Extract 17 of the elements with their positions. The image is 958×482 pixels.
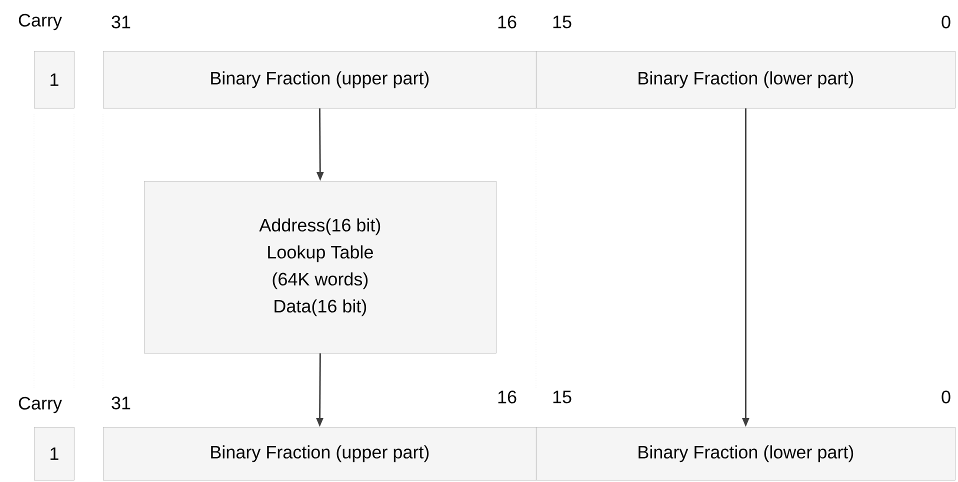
bit-label: 15 <box>553 16 572 28</box>
register-field: 1 <box>34 427 74 480</box>
bit-label: 16 <box>498 390 516 404</box>
bit-label: Carry <box>18 14 62 30</box>
bit-label: 0 <box>942 390 950 404</box>
bit-label: 15 <box>553 390 572 404</box>
register-field: 1 <box>34 51 74 108</box>
bit-label: 31 <box>112 396 130 410</box>
lookup-table-box: Address(16 bit) Lookup Table (64K words) Data(16 bit) <box>144 181 496 354</box>
register-field: Binary Fraction (lower part) <box>536 427 956 480</box>
bit-label: 16 <box>498 16 516 28</box>
bit-label: Carry <box>18 396 62 414</box>
register-field: Binary Fraction (upper part) <box>103 51 536 108</box>
register-field: Binary Fraction (upper part) <box>103 427 536 480</box>
register-field: Binary Fraction (lower part) <box>536 51 956 108</box>
bit-label: 0 <box>942 16 950 28</box>
bit-label: 31 <box>112 16 130 28</box>
